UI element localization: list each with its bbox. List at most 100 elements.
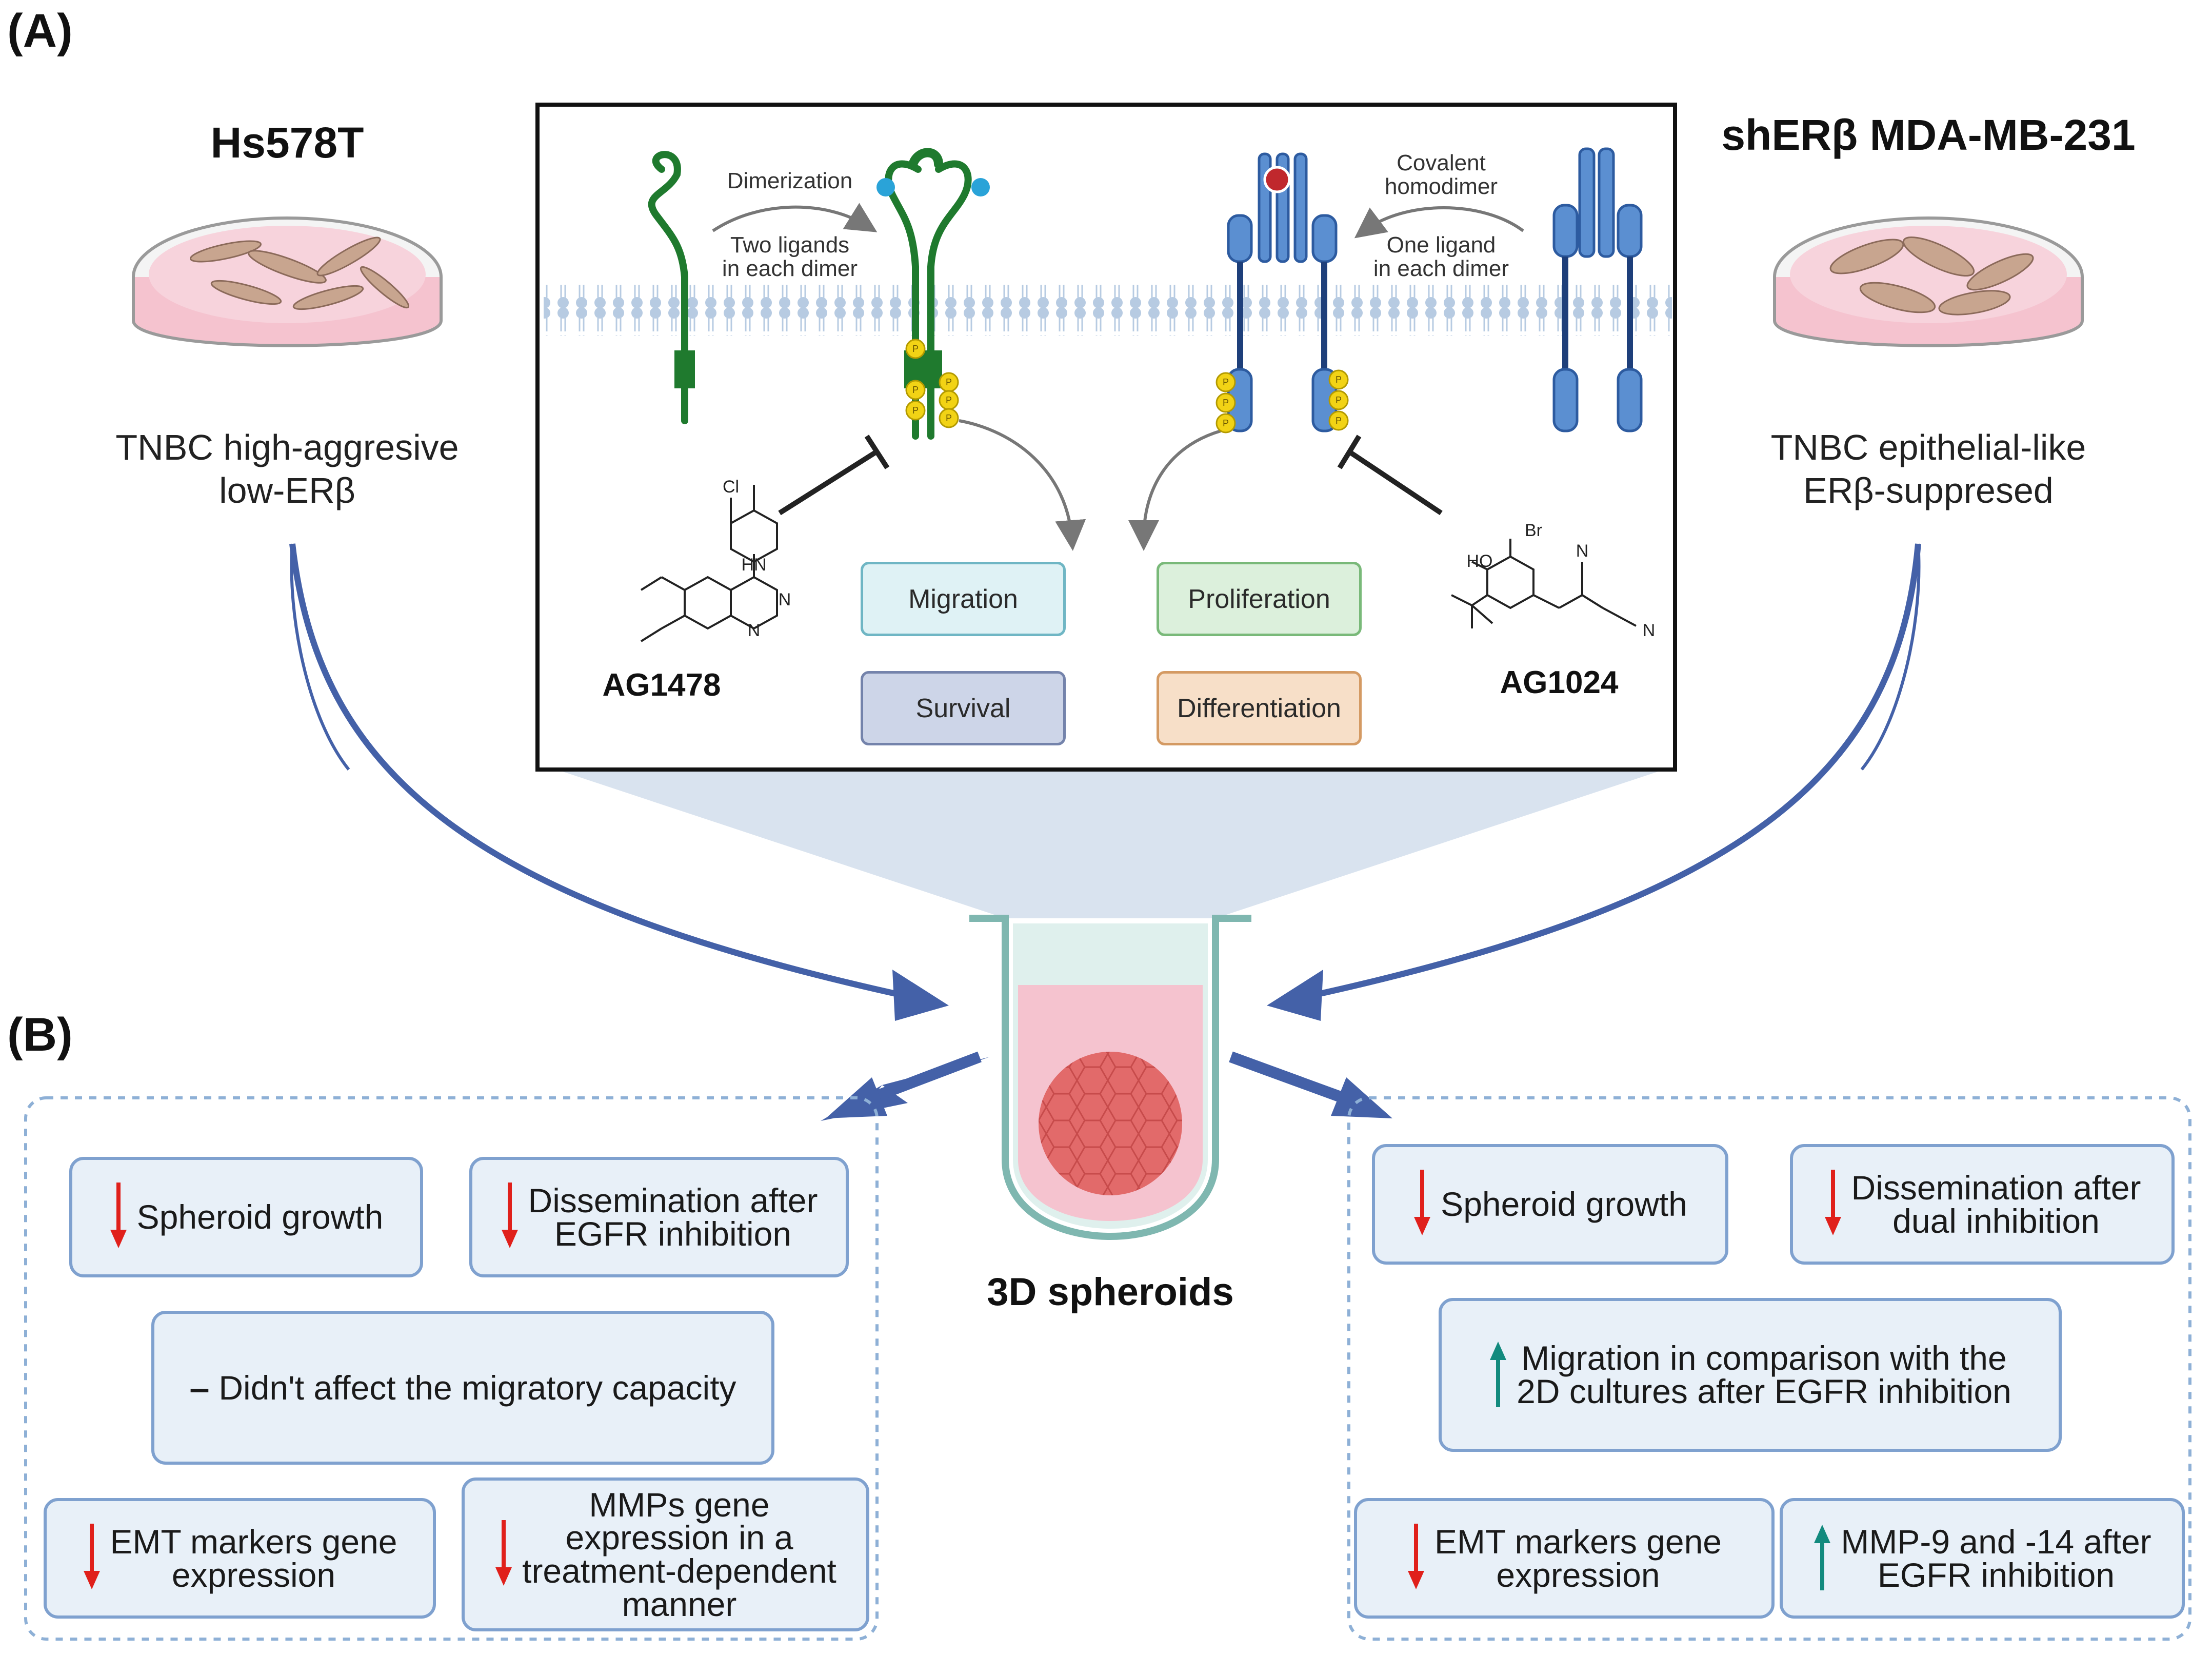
left-result-migratory-capacity: – Didn't affect the migratory capacity — [151, 1311, 774, 1465]
result-line: Spheroid growth — [136, 1198, 384, 1236]
egfr-ligand-1 — [876, 178, 895, 196]
spheroid-tube — [969, 915, 1251, 1240]
result-line: Didn't affect the migratory capacity — [218, 1368, 736, 1407]
result-text: Didn't affect the migratory capacity — [218, 1371, 736, 1405]
left-cell-line — [290, 543, 350, 771]
phospho-label: P — [946, 377, 952, 387]
covalent-arrow — [1354, 206, 1524, 239]
phospho-label: P — [912, 385, 919, 395]
egfr-monomer — [648, 151, 695, 424]
result-line: MMPs gene — [589, 1485, 770, 1524]
arrow-left-cell-to-spheroid — [289, 543, 949, 1021]
receptor-inset-frame — [535, 103, 1677, 772]
one-ligand-line2: in each dimer — [1373, 256, 1509, 282]
phospho-site-egfr — [905, 339, 959, 428]
panel-label-b: (B) — [7, 1009, 73, 1061]
result-line: EGFR inhibition — [554, 1214, 792, 1253]
right-result-emt-markers: EMT markers gene expression — [1354, 1498, 1775, 1619]
phospho-label: P — [946, 413, 952, 423]
up-arrow-icon — [1813, 1524, 1831, 1593]
down-arrow-icon — [1413, 1170, 1431, 1239]
up-arrow-icon — [1489, 1341, 1507, 1410]
outcome-proliferation: Proliferation — [1157, 562, 1362, 636]
atom-label-n: N — [779, 590, 791, 609]
right-petri-dish — [1773, 216, 2084, 347]
result-line: EMT markers gene — [110, 1522, 397, 1561]
result-line: MMP-9 and -14 after — [1841, 1522, 2151, 1561]
covalent-homodimer-label: Covalent homodimer — [1364, 151, 1518, 199]
phospho-label: P — [946, 395, 952, 405]
right-cell-desc-line1: TNBC epithelial-like — [1770, 427, 2086, 467]
two-ligands-label: Two ligands in each dimer — [708, 233, 872, 281]
atom-label-n: N — [1643, 621, 1656, 640]
phospho-site-igf1r — [1215, 369, 1349, 434]
inhibition-egfr — [778, 435, 890, 516]
outcome-migration: Migration — [861, 562, 1066, 636]
left-result-emt-markers: EMT markers gene expression — [44, 1498, 436, 1619]
panel-label-a: (A) — [7, 5, 73, 57]
result-line: EMT markers gene — [1434, 1522, 1722, 1561]
result-line: EGFR inhibition — [1877, 1555, 2115, 1594]
one-ligand-line1: One ligand — [1386, 232, 1496, 258]
phospho-label: P — [1223, 418, 1229, 428]
phospho-label: P — [1336, 375, 1342, 385]
result-text: Dissemination after EGFR inhibition — [528, 1184, 818, 1250]
two-ligands-line2: in each dimer — [722, 256, 858, 282]
left-result-dissemination: Dissemination after EGFR inhibition — [469, 1157, 849, 1277]
atom-label-cl: Cl — [723, 477, 739, 497]
right-result-migration: Migration in comparison with the 2D cult… — [1439, 1298, 2062, 1452]
covalent-line1: Covalent — [1397, 150, 1486, 175]
inhibition-igf1r — [1337, 435, 1443, 516]
atom-label-n: N — [1576, 541, 1589, 561]
phospho-label: P — [1223, 398, 1229, 408]
result-text: EMT markers gene expression — [1434, 1525, 1722, 1591]
left-cell-description: TNBC high-aggresive low-ERβ — [82, 426, 492, 512]
left-results-frame — [24, 1096, 879, 1641]
right-result-spheroid-growth: Spheroid growth — [1372, 1144, 1728, 1265]
left-cell-desc-line1: TNBC high-aggresive — [115, 427, 459, 467]
result-line: expression — [1496, 1555, 1660, 1594]
result-line: manner — [622, 1585, 737, 1623]
phospho-label: P — [912, 405, 919, 416]
left-result-spheroid-growth: Spheroid growth — [69, 1157, 423, 1277]
result-text: Migration in comparison with the 2D cult… — [1517, 1339, 2011, 1408]
result-line: dual inhibition — [1892, 1201, 2100, 1240]
result-line: expression — [171, 1555, 336, 1594]
phospho-label: P — [1336, 395, 1342, 405]
arrow-to-right-results — [1229, 1051, 1392, 1118]
result-line: Migration in comparison with the — [1521, 1339, 2007, 1377]
result-line: expression in a — [565, 1519, 793, 1557]
spheroid-title: 3D spheroids — [987, 1270, 1234, 1314]
igf1r-monomer — [1552, 147, 1643, 432]
result-text: MMPs gene expression in a treatment-depe… — [522, 1488, 836, 1621]
down-arrow-icon — [501, 1183, 519, 1252]
inset-funnel — [556, 770, 1664, 918]
ag1024-structure — [1451, 539, 1637, 628]
egfr-signal-arrow — [959, 419, 1086, 551]
egfr-ligand-2 — [971, 178, 990, 196]
dimerization-label: Dimerization — [727, 168, 853, 193]
down-arrow-icon — [494, 1520, 513, 1589]
drug-ag1024-label: AG1024 — [1500, 665, 1619, 700]
right-cell-desc-line2: ERβ-suppresed — [1803, 470, 2054, 510]
right-result-mmp: MMP-9 and -14 after EGFR inhibition — [1780, 1498, 2185, 1619]
result-text: Dissemination after dual inhibition — [1851, 1171, 2141, 1237]
left-result-mmps: MMPs gene expression in a treatment-depe… — [462, 1477, 869, 1631]
right-cell-description: TNBC epithelial-like ERβ-suppresed — [1723, 426, 2134, 512]
outcome-differentiation: Differentiation — [1157, 671, 1362, 745]
right-results-frame — [1347, 1096, 2191, 1641]
ag1478-structure — [640, 485, 778, 642]
cell-membrane — [544, 285, 1672, 336]
igf1r-ligand — [1263, 166, 1291, 193]
result-text: MMP-9 and -14 after EGFR inhibition — [1841, 1525, 2151, 1591]
phospho-label: P — [1336, 416, 1342, 426]
result-text: Spheroid growth — [1441, 1187, 1687, 1221]
left-cell-desc-line2: low-ERβ — [219, 470, 355, 510]
right-result-dissemination: Dissemination after dual inhibition — [1790, 1144, 2175, 1265]
result-line: Dissemination after — [1851, 1168, 2141, 1207]
result-line: Dissemination after — [528, 1181, 818, 1219]
dimerization-arrow — [712, 203, 878, 232]
result-text: EMT markers gene expression — [110, 1525, 397, 1591]
